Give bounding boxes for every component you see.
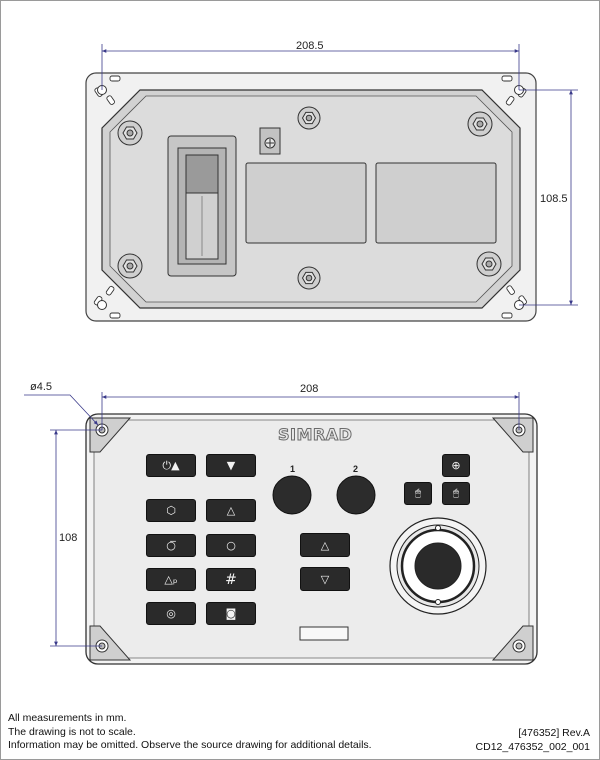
triangle-icon: △ [226,504,236,517]
mouse-left-button[interactable]: 🖱 [404,482,432,505]
rear-width-dimension: 208.5 [296,40,324,52]
note-line: All measurements in mm. [8,712,127,724]
settings-button[interactable]: ⬡ [146,499,196,522]
triangle-p-icon: △ₚ [164,573,178,586]
gear-icon: ⬡ [166,504,176,517]
nav-up-button[interactable]: △ [300,533,350,557]
mouse-right-button[interactable]: 🖱 [442,482,470,505]
triangle-up-icon: △ [320,538,330,552]
rear-view [85,72,537,322]
mouse-left-icon: 🖱 [415,487,421,499]
hole-diameter-dimension: ø4.5 [30,381,53,393]
joystick [389,517,487,615]
label-recess-right [375,162,497,244]
note-line: The drawing is not to scale. [8,725,136,738]
rear-height-dimension: 108.5 [540,193,568,205]
mouse-right-icon: 🖱 [453,487,459,499]
radar-icon: ◎ [166,607,176,620]
camera-icon: ◙ [225,607,237,620]
connector-housing [167,135,237,277]
note-line: Information may be omitted. Observe the … [8,739,372,751]
camera-button[interactable]: ◙ [206,602,256,625]
down-arrow-button[interactable]: ▼ [206,454,256,477]
drawing-reference: [476352] Rev.A CD12_476352_002_001 [476,727,590,754]
plus-button[interactable]: ⊕ [442,454,470,477]
triangle-button[interactable]: △ [206,499,256,522]
front-dimensions [24,392,520,647]
standby-button[interactable]: ○̅ [146,534,196,557]
knob-label-1: 1 [290,464,296,474]
radar-button[interactable]: ◎ [146,602,196,625]
standby-icon: ○̅ [166,539,176,552]
revision-label: [476352] Rev.A [518,727,590,739]
circle-icon: ○ [226,539,236,552]
brand-logo: SIMRAD [277,425,353,445]
plus-icon: ⊕ [451,459,461,472]
front-width-dimension: 208 [300,383,319,395]
rotary-knobs [272,475,376,515]
triangle-down-icon: ▽ [320,572,330,586]
down-arrow-icon: ▼ [226,459,236,472]
hex-nuts [117,106,502,290]
nav-down-button[interactable]: ▽ [300,567,350,591]
label-recess-left [245,162,367,244]
triangle-p-button[interactable]: △ₚ [146,568,196,591]
power-up-button[interactable]: ⏻▲ [146,454,196,477]
drawing-number: CD12_476352_002_001 [475,740,590,753]
power-up-icon: ⏻▲ [162,459,180,472]
knob-label-2: 2 [353,464,359,474]
circle-button[interactable]: ○ [206,534,256,557]
rear-dimensions [101,44,578,306]
front-height-dimension: 108 [59,532,78,544]
hash-icon: # [225,571,237,588]
hash-button[interactable]: # [206,568,256,591]
drawing-notes: All measurements in mm. The drawing is n… [8,712,372,753]
ground-screw [259,127,281,155]
label-window [299,626,349,641]
